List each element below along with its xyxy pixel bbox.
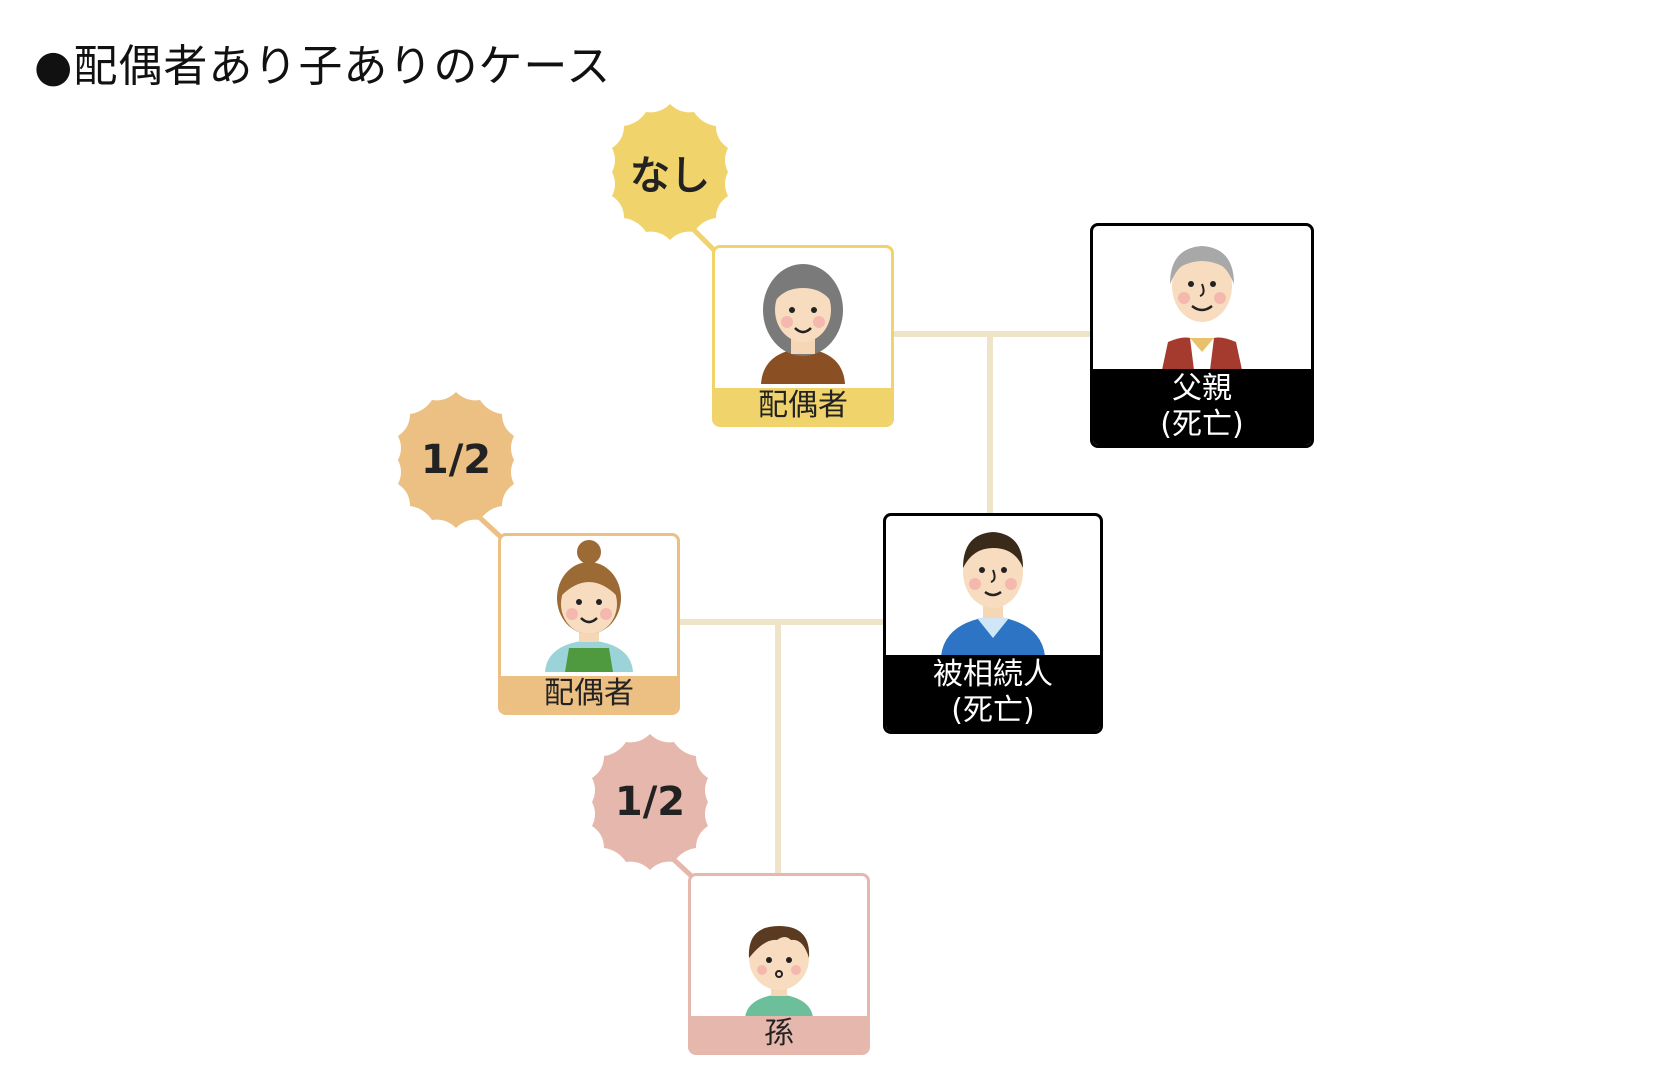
person-card-spouse-top[interactable]: 配偶者 <box>712 245 894 427</box>
share-value: 1/2 <box>420 437 492 483</box>
person-card-grandchild[interactable]: 孫 <box>688 873 870 1055</box>
share-value: なし <box>630 153 710 199</box>
person-card-spouse-mid[interactable]: 配偶者 <box>498 533 680 715</box>
share-badge-spouse-mid: 1/2 <box>384 388 528 532</box>
page-title: ●配偶者あり子ありのケース <box>34 41 612 92</box>
grandmother-icon <box>715 248 891 384</box>
share-badge-grandchild: 1/2 <box>578 730 722 874</box>
share-value: 1/2 <box>614 779 686 825</box>
man-icon <box>886 516 1100 656</box>
person-label: 父親 (死亡) <box>1093 369 1311 445</box>
person-label: 被相続人 (死亡) <box>886 655 1100 731</box>
woman-icon <box>501 536 677 672</box>
person-label: 配偶者 <box>715 388 891 424</box>
person-card-decedent[interactable]: 被相続人 (死亡) <box>883 513 1103 734</box>
child-icon <box>691 914 867 1018</box>
person-label: 孫 <box>691 1016 867 1052</box>
person-card-father[interactable]: 父親 (死亡) <box>1090 223 1314 448</box>
person-label: 配偶者 <box>501 676 677 712</box>
share-badge-spouse-top: なし <box>598 100 742 244</box>
grandfather-icon <box>1093 226 1311 370</box>
